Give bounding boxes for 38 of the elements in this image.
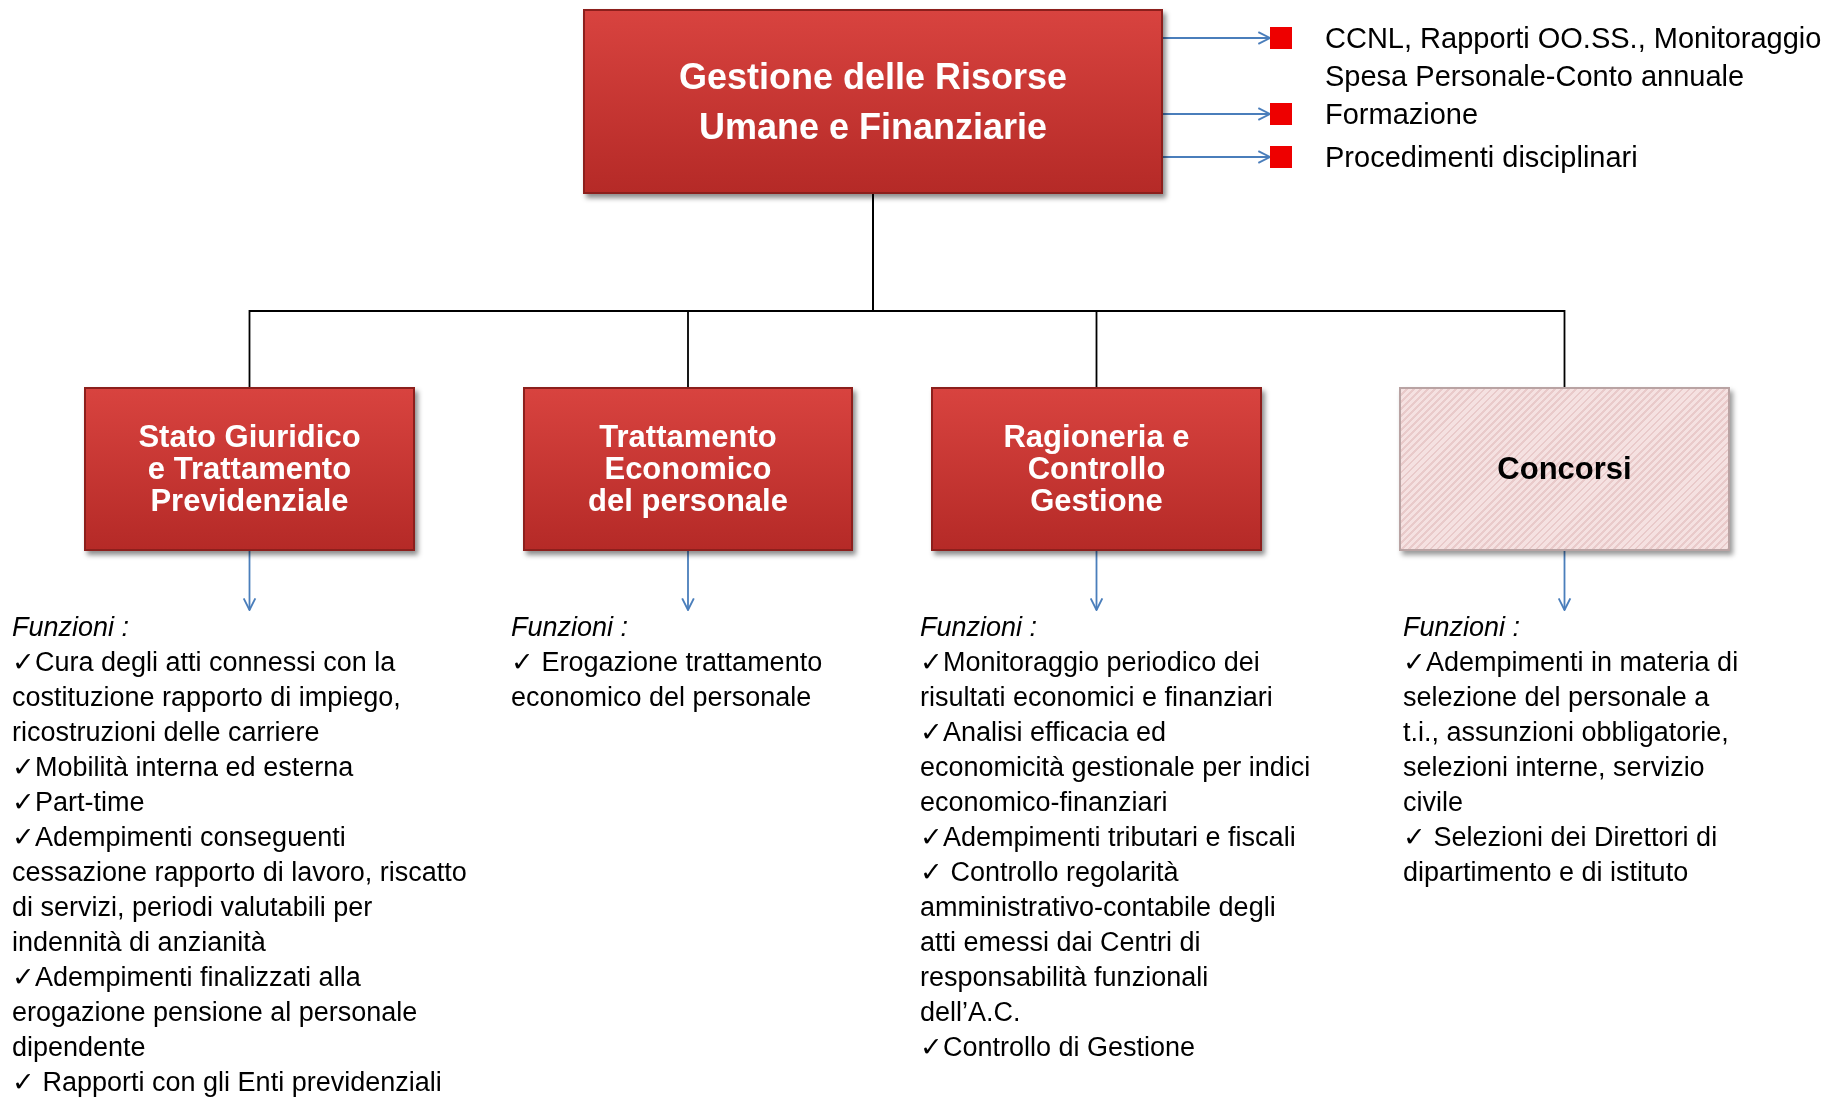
list-item: ✓Adempimenti tributari e fiscali bbox=[920, 821, 1297, 854]
box-title: Concorsi bbox=[1496, 453, 1633, 485]
arrow bbox=[1162, 31, 1271, 45]
list-item: ✓Adempimenti conseguenti cessazione rapporto di lavoro, riscatto di servizi, periodi valutabili per indennità di anzianità bbox=[12, 821, 467, 959]
unit-box bbox=[931, 387, 1262, 551]
arrow bbox=[1162, 107, 1271, 121]
section-heading: Funzioni : bbox=[12, 611, 131, 644]
list-item: ✓Analisi efficacia ed economicità gestionale per indici economico-finanziari bbox=[920, 716, 1312, 819]
list-item: ✓Monitoraggio periodico dei risultati economici e finanziari bbox=[920, 646, 1274, 714]
list-item: ✓ Selezioni dei Direttori di dipartimento e di istituto bbox=[1403, 821, 1719, 889]
arrow bbox=[1089, 550, 1104, 611]
section-heading: Funzioni : bbox=[920, 611, 1039, 644]
section-heading: Funzioni : bbox=[1403, 611, 1522, 644]
list-item: ✓ Erogazione trattamento economico del personale bbox=[511, 646, 824, 714]
box-title: Trattamento Economico del personale bbox=[587, 421, 789, 517]
title-box bbox=[583, 9, 1163, 194]
box-title: Gestione delle Risorse Umane e Finanziarie bbox=[677, 54, 1069, 149]
unit-box bbox=[84, 387, 415, 551]
arrow bbox=[1557, 550, 1572, 611]
unit-box bbox=[523, 387, 853, 551]
arrow bbox=[242, 550, 257, 611]
box-title: Stato Giuridico e Trattamento Previdenziale bbox=[137, 421, 362, 517]
section-heading: Funzioni : bbox=[511, 611, 630, 644]
list-item: ✓Adempimenti in materia di selezione del personale a t.i., assunzioni obbligatorie, selezioni interne, servizio civile bbox=[1403, 646, 1740, 819]
list-item: ✓Part-time bbox=[12, 786, 146, 819]
item-text: Procedimenti disciplinari bbox=[1325, 140, 1639, 175]
list-item: ✓ Rapporti con gli Enti previdenziali bbox=[12, 1066, 443, 1097]
arrow bbox=[1162, 150, 1271, 164]
list-item: ✓ Controllo regolarità amministrativo-contabile degli atti emessi dai Centri di responsabilità funzionali dell’A.C. bbox=[920, 856, 1277, 1029]
list-item: ✓Controllo di Gestione bbox=[920, 1031, 1197, 1064]
arrow bbox=[681, 550, 695, 611]
item-text: Formazione bbox=[1325, 97, 1480, 132]
list-item: ✓Cura degli atti connessi con la costituzione rapporto di impiego, ricostruzioni delle carriere bbox=[12, 646, 402, 749]
box-title: Ragioneria e Controllo Gestione bbox=[1002, 421, 1191, 517]
list-item: ✓Mobilità interna ed esterna bbox=[12, 751, 355, 784]
unit-box bbox=[1399, 387, 1730, 551]
list-item: ✓Adempimenti finalizzati alla erogazione pensione al personale dipendente bbox=[12, 961, 419, 1064]
item-text: CCNL, Rapporti OO.SS., Monitoraggio Spesa Personale-Conto annuale bbox=[1325, 21, 1823, 94]
